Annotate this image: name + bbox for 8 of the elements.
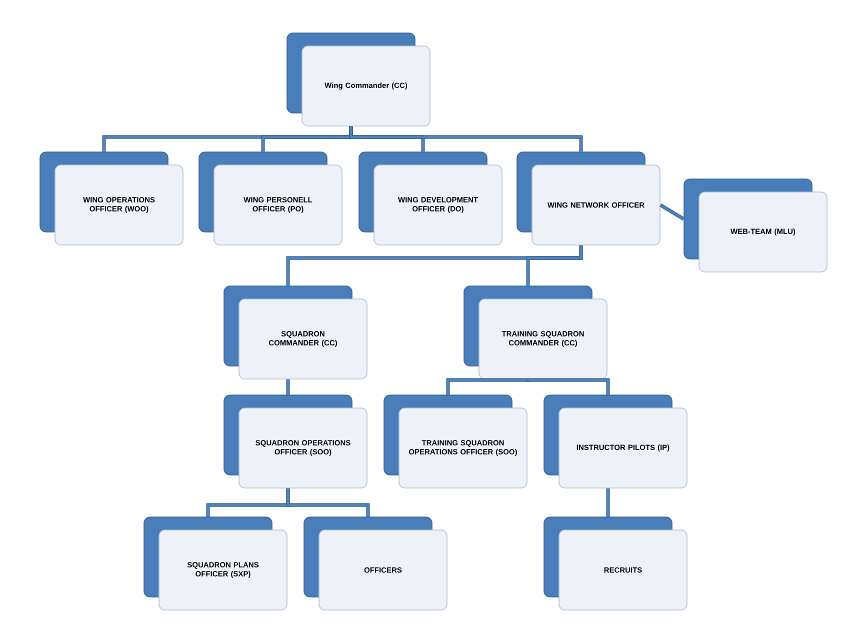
connector-line — [526, 378, 610, 395]
connector-line — [286, 488, 370, 517]
connector-line — [526, 245, 583, 286]
connector-line — [606, 488, 610, 517]
connector-line — [286, 379, 290, 395]
connector-line — [446, 378, 530, 395]
connector-line — [349, 126, 583, 152]
connector-line — [660, 204, 684, 220]
